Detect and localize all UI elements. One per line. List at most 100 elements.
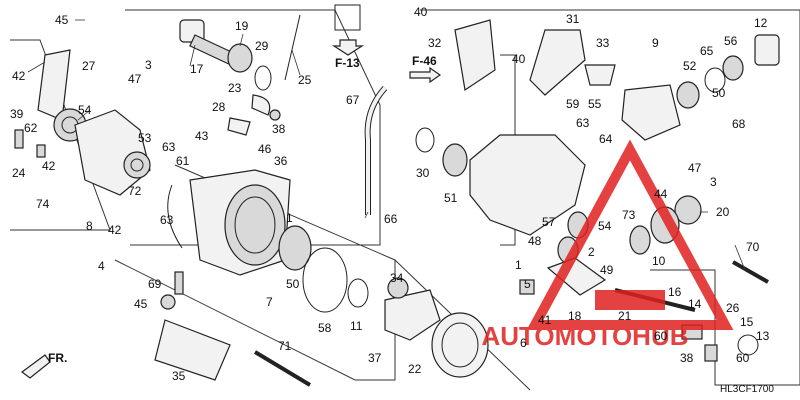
- callout: 16: [668, 285, 682, 299]
- callout: 40: [414, 5, 428, 19]
- callout: 48: [528, 234, 542, 248]
- bearing-51: [442, 143, 468, 177]
- bearing-10: [629, 225, 651, 255]
- cover-9: [621, 84, 681, 141]
- hose-67: [364, 85, 388, 215]
- diff-gear-34: [387, 277, 409, 299]
- callout: 63: [576, 116, 590, 130]
- leader-70: [734, 244, 746, 271]
- callout: 59: [566, 97, 580, 111]
- seal-56: [722, 55, 744, 81]
- leader-17: [189, 44, 196, 67]
- bolt-69: [174, 271, 184, 295]
- callout: 61: [176, 154, 190, 168]
- bearing-72-inner: [130, 158, 144, 172]
- callout: 29: [255, 39, 269, 53]
- spring-13: [737, 334, 759, 356]
- callout: 65: [700, 44, 714, 58]
- callout: 18: [568, 309, 582, 323]
- bolt-38: [269, 109, 281, 121]
- callout: 43: [195, 129, 209, 143]
- callout: 63: [162, 140, 176, 154]
- bolt-71: [253, 350, 312, 387]
- bolt-38b: [704, 344, 718, 362]
- callout: 68: [732, 117, 746, 131]
- callout: 19: [235, 19, 249, 33]
- callout: 7: [266, 295, 273, 309]
- watermark-text: AUTOMOTOHUB: [481, 321, 688, 351]
- callout: 72: [128, 184, 142, 198]
- bolt-70: [732, 260, 769, 284]
- bolt-42b: [36, 144, 46, 158]
- callout: 26: [726, 301, 740, 315]
- ref-box-f13: [334, 4, 361, 31]
- callout: 38: [272, 122, 286, 136]
- callout: 28: [212, 100, 226, 114]
- ring-gear-22: [431, 312, 489, 378]
- callout: 1: [515, 258, 522, 272]
- joint-12: [754, 34, 780, 66]
- bracket-35: [154, 319, 231, 381]
- callout: 8: [86, 219, 93, 233]
- bracket-33: [584, 64, 616, 86]
- lever-28: [227, 117, 251, 136]
- callout: 40: [512, 52, 526, 66]
- callout: 73: [622, 208, 636, 222]
- callout: 2: [588, 245, 595, 259]
- callout: 14: [688, 297, 702, 311]
- callout: 50: [286, 277, 300, 291]
- callout: 64: [599, 132, 613, 146]
- callout: 60: [736, 351, 750, 365]
- ref-label-f46: F-46: [412, 54, 437, 68]
- bearing-50: [278, 225, 312, 271]
- ref-arrow-f46: [409, 66, 442, 84]
- callout: 47: [128, 72, 142, 86]
- seal-61: [167, 184, 183, 249]
- callout: 42: [108, 223, 122, 237]
- leader-19: [239, 33, 244, 47]
- callout: 37: [368, 351, 382, 365]
- callout: 20: [716, 205, 730, 219]
- callout: 41: [538, 313, 552, 327]
- leader-66: [364, 211, 369, 219]
- callout: 27: [82, 59, 96, 73]
- callout: 42: [12, 69, 26, 83]
- case-opening: [224, 184, 286, 266]
- callout: 45: [134, 297, 148, 311]
- callout: 1: [286, 211, 293, 225]
- callout: 12: [754, 16, 768, 30]
- cover-32: [454, 19, 496, 92]
- watermark-bar: [595, 290, 665, 310]
- callout: 3: [145, 58, 152, 72]
- washer-5: [519, 279, 535, 295]
- rod-25: [284, 14, 301, 81]
- ref-label-f13: F-13: [335, 56, 360, 70]
- callout: 45: [55, 13, 69, 27]
- callout: 32: [428, 36, 442, 50]
- callout: 30: [416, 166, 430, 180]
- callout: 55: [588, 97, 602, 111]
- callout: 44: [654, 187, 668, 201]
- bolt-62: [14, 129, 24, 149]
- frame-case: [114, 164, 396, 381]
- callout: 58: [318, 321, 332, 335]
- callout: 23: [228, 81, 242, 95]
- callout: 39: [10, 107, 24, 121]
- leader-42: [27, 61, 46, 73]
- callout-numbers: 45 42 27 39 62 42 24 74 54 3 47 53 63 61…: [10, 5, 770, 383]
- fork-23: [251, 94, 271, 116]
- oring-30: [415, 127, 435, 153]
- ref-arrow-f13: [331, 39, 365, 56]
- front-label: FR.: [48, 351, 67, 365]
- hose-67-inner: [365, 86, 387, 215]
- callout: 54: [78, 103, 92, 117]
- callout: 5: [524, 277, 531, 291]
- callout: 63: [160, 213, 174, 227]
- callout: 33: [596, 36, 610, 50]
- callout: 15: [740, 315, 754, 329]
- callout: 38: [680, 351, 694, 365]
- ring-29: [254, 65, 272, 91]
- bearing-20: [674, 195, 702, 225]
- callout: 34: [390, 271, 404, 285]
- callout: 71: [278, 339, 292, 353]
